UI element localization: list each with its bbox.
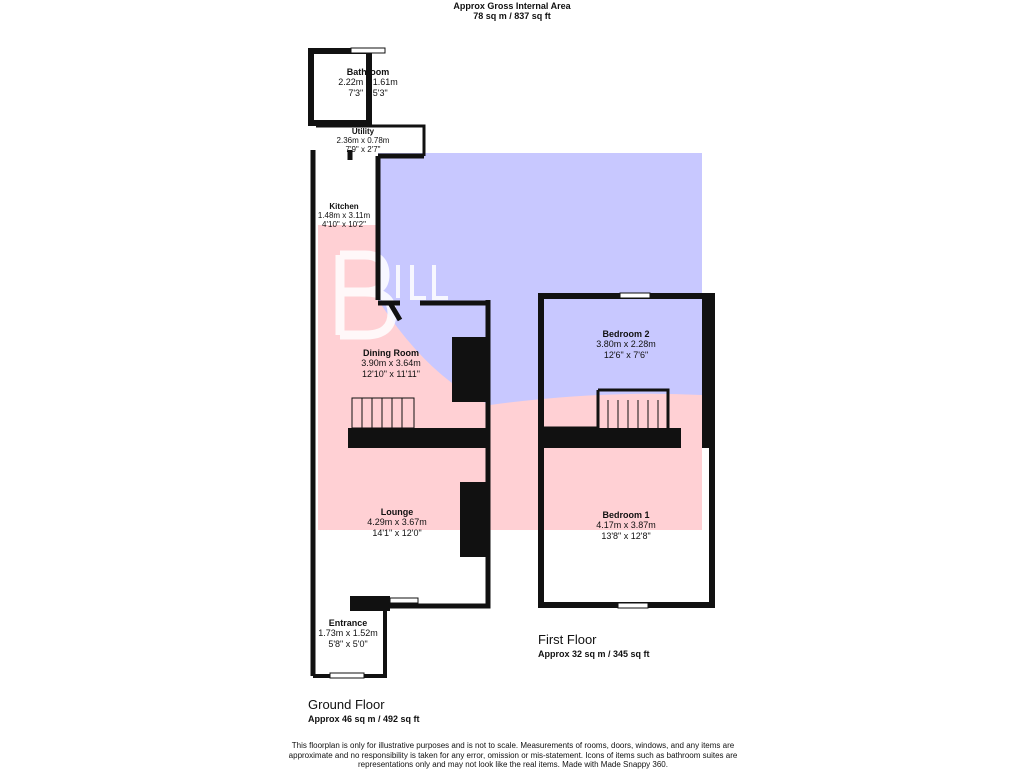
room-imperial: 12'6" x 7'6" (603, 349, 649, 360)
room-imperial: 7'9" x 2'7" (345, 145, 381, 155)
room-metric: 3.90m x 3.64m (361, 358, 421, 369)
room-entrance: Entrance 1.73m x 1.52m 5'8" x 5'0" (318, 618, 378, 649)
first-floor-label: First Floor Approx 32 sq m / 345 sq ft (538, 632, 650, 659)
room-dining-room: Dining Room 3.90m x 3.64m 12'10" x 11'11… (361, 348, 421, 379)
floor-area: Approx 32 sq m / 345 sq ft (538, 649, 650, 659)
room-metric: 1.48m x 3.11m (317, 211, 371, 221)
room-name: Bathroom (346, 67, 390, 77)
room-name: Bedroom 2 (602, 329, 650, 339)
room-metric: 4.29m x 3.67m (367, 517, 427, 528)
floor-name: Ground Floor (308, 697, 385, 712)
ground-floor-label: Ground Floor Approx 46 sq m / 492 sq ft (308, 697, 420, 724)
room-metric: 1.73m x 1.52m (318, 628, 378, 639)
room-metric: 2.36m x 0.78m (336, 136, 390, 146)
room-name: Dining Room (363, 348, 419, 358)
room-bathroom: Bathroom 2.22m x 1.61m 7'3" x 5'3" (338, 67, 398, 98)
stairs (607, 400, 659, 428)
gross-area-title: Approx Gross Internal Area (453, 1, 571, 11)
floor-name: First Floor (538, 632, 597, 647)
room-bedroom-2: Bedroom 2 3.80m x 2.28m 12'6" x 7'6" (596, 329, 656, 360)
stairs (351, 397, 415, 429)
chimney-breast (452, 337, 488, 402)
room-imperial: 5'8" x 5'0" (328, 638, 368, 649)
gross-area-value: 78 sq m / 837 sq ft (473, 11, 551, 21)
room-name: Lounge (380, 507, 414, 517)
room-metric: 4.17m x 3.87m (596, 520, 656, 531)
disclaimer: This floorplan is only for illustrative … (288, 741, 738, 770)
room-bedroom-1: Bedroom 1 4.17m x 3.87m 13'8" x 12'8" (596, 510, 656, 541)
room-name: Kitchen (329, 202, 359, 211)
floor-area: Approx 46 sq m / 492 sq ft (308, 714, 420, 724)
room-imperial: 4'10" x 10'2" (322, 220, 366, 230)
room-imperial: 7'3" x 5'3" (348, 87, 388, 98)
room-metric: 2.22m x 1.61m (338, 77, 398, 88)
room-name: Utility (351, 127, 375, 136)
room-name: Entrance (328, 618, 368, 628)
windows (329, 47, 651, 679)
room-kitchen: Kitchen 1.48m x 3.11m 4'10" x 10'2" (318, 202, 370, 230)
room-imperial: 12'10" x 11'11" (361, 368, 421, 379)
watermark-logo (318, 153, 702, 530)
room-name: Bedroom 1 (602, 510, 650, 520)
room-imperial: 13'8" x 12'8" (601, 530, 651, 541)
room-metric: 3.80m x 2.28m (596, 339, 656, 350)
stair-wall (348, 428, 488, 448)
room-utility: Utility 2.36m x 0.78m 7'9" x 2'7" (337, 127, 390, 155)
chimney-breast (460, 482, 488, 557)
room-lounge: Lounge 4.29m x 3.67m 14'1" x 12'0" (367, 507, 427, 538)
room-imperial: 14'1" x 12'0" (372, 527, 422, 538)
